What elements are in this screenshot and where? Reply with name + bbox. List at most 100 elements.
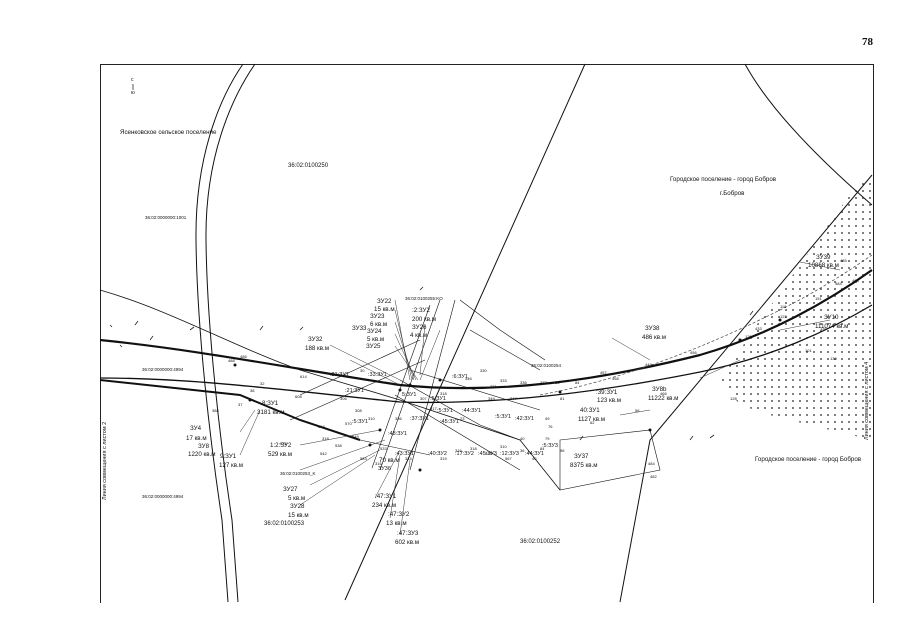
- parcel-id: 1:2:ЗУ2: [270, 442, 292, 449]
- dotted-area: [720, 178, 872, 440]
- parcel-area: 234 кв.м: [372, 502, 396, 509]
- svg-text:466: 466: [660, 391, 667, 396]
- svg-text:319: 319: [440, 456, 447, 461]
- svg-text:38: 38: [250, 388, 255, 393]
- parcel-code: :5:ЗУ3: [542, 443, 558, 449]
- svg-text:314: 314: [405, 456, 412, 461]
- parcel-id: :47:ЗУ1: [375, 493, 397, 500]
- parcel-area: 123 кв.м: [597, 397, 621, 404]
- parcel-area: 15 кв.м: [288, 512, 309, 519]
- svg-text:486: 486: [240, 354, 247, 359]
- svg-text:101: 101: [805, 348, 812, 353]
- svg-text:468: 468: [852, 278, 859, 283]
- svg-text:128: 128: [730, 396, 737, 401]
- svg-text:433: 433: [755, 326, 762, 331]
- area-label-yasenki: Ясенковское сельское поселение: [120, 129, 217, 136]
- parcel-area: 602 кв.м: [395, 539, 419, 546]
- svg-text:484: 484: [648, 461, 655, 466]
- svg-text:482: 482: [650, 474, 657, 479]
- svg-text:583: 583: [360, 456, 367, 461]
- svg-text:83: 83: [555, 380, 560, 385]
- svg-text:336: 336: [395, 416, 402, 421]
- svg-text:40: 40: [520, 436, 525, 441]
- svg-text:549: 549: [352, 434, 359, 439]
- svg-text:306: 306: [340, 396, 347, 401]
- svg-text:32: 32: [260, 381, 265, 386]
- parcel-code: :5:ЗУ1: [430, 396, 446, 402]
- parcel-id: ЗУ8: [198, 443, 210, 450]
- parcel-id: 8:ЗУ1: [262, 400, 279, 407]
- svg-text:151: 151: [815, 296, 822, 301]
- boundary-line: [744, 63, 873, 206]
- svg-text:336: 336: [520, 380, 527, 385]
- area-label-gorod-bottom: Городское поселение - город Бобров: [755, 456, 862, 463]
- svg-text:488: 488: [228, 358, 235, 363]
- parcel-code: :42:ЗУ1: [515, 416, 534, 422]
- svg-text:23: 23: [460, 416, 465, 421]
- cadastral-label: 36:02:0100255:KO: [405, 296, 443, 301]
- parcel-area: 10868 кв.м: [808, 262, 839, 269]
- parcel-code: ЗУ36: [378, 466, 391, 472]
- cadastral-label: 36:02:0100254: [531, 363, 562, 368]
- cadastral-label: 36:02:0000000:4994: [142, 367, 184, 372]
- svg-text:533: 533: [380, 446, 387, 451]
- parcel-area: 5 кв.м: [288, 495, 305, 502]
- svg-text:310: 310: [500, 444, 507, 449]
- parcel-id: ЗУ33: [352, 325, 367, 332]
- parcel-area: 13 кв.м: [386, 520, 407, 527]
- parcel-code: :44:ЗУ1: [525, 451, 544, 457]
- parcel-code: :6:ЗУ1: [452, 374, 468, 380]
- parcel-area: 5 кв.м: [367, 336, 384, 343]
- svg-text:330: 330: [480, 368, 487, 373]
- svg-text:331: 331: [490, 384, 497, 389]
- parcel-code: :17:ЗУ2: [455, 451, 474, 457]
- svg-text:56: 56: [635, 408, 640, 413]
- svg-text:96: 96: [560, 448, 565, 453]
- parcel-id: :47:ЗУ2: [388, 511, 410, 518]
- boundary-line: [344, 63, 586, 601]
- svg-text:130: 130: [830, 356, 837, 361]
- svg-text:40: 40: [532, 456, 537, 461]
- svg-text:608: 608: [295, 394, 302, 399]
- svg-text:347: 347: [510, 396, 517, 401]
- parcel-id: ЗУ10: [824, 314, 839, 321]
- svg-text:614: 614: [300, 374, 307, 379]
- svg-text:457: 457: [600, 370, 607, 375]
- svg-text:118: 118: [780, 304, 787, 309]
- parcel-id: ЗУ32: [308, 336, 323, 343]
- parcel-code: :5:ЗУ1: [437, 408, 453, 414]
- parcel-code: :5:ЗУ1: [495, 414, 511, 420]
- corridor-thick: [99, 379, 361, 441]
- svg-text:126: 126: [745, 334, 752, 339]
- leader-lines: [239, 261, 841, 536]
- cadastral-label: 36:02:0000000:1001: [145, 215, 187, 220]
- svg-text:316: 316: [455, 448, 462, 453]
- svg-text:458: 458: [612, 376, 619, 381]
- parcel-id: ЗУ22: [377, 298, 392, 305]
- svg-text:318: 318: [470, 446, 477, 451]
- parcel-id: ЗУ23: [370, 313, 385, 320]
- parcel-code: :21:ЗУ1: [330, 372, 349, 378]
- svg-text:318: 318: [440, 391, 447, 396]
- svg-text:79: 79: [545, 436, 550, 441]
- svg-text:578: 578: [280, 441, 287, 446]
- svg-text:84: 84: [575, 380, 580, 385]
- svg-text:316: 316: [375, 461, 382, 466]
- parcel-area: 200 кв.м: [412, 316, 436, 323]
- svg-text:346: 346: [465, 376, 472, 381]
- road-line: [205, 63, 256, 603]
- svg-text:318: 318: [322, 436, 329, 441]
- parcel-area: 17 кв.м: [186, 435, 207, 442]
- road-line: [195, 63, 244, 603]
- svg-text:449: 449: [645, 362, 652, 367]
- svg-text:317: 317: [430, 406, 437, 411]
- svg-text:456: 456: [690, 350, 697, 355]
- svg-text:76: 76: [548, 424, 553, 429]
- parcel-id: :47:ЗУ3: [397, 530, 419, 537]
- corridor-thick: [99, 304, 873, 404]
- corridor-thin: [539, 254, 873, 396]
- svg-text:388: 388: [212, 408, 219, 413]
- cadastral-label: 36:02:0000000:4994: [142, 494, 184, 499]
- parcel-area: 486 кв.м: [642, 334, 666, 341]
